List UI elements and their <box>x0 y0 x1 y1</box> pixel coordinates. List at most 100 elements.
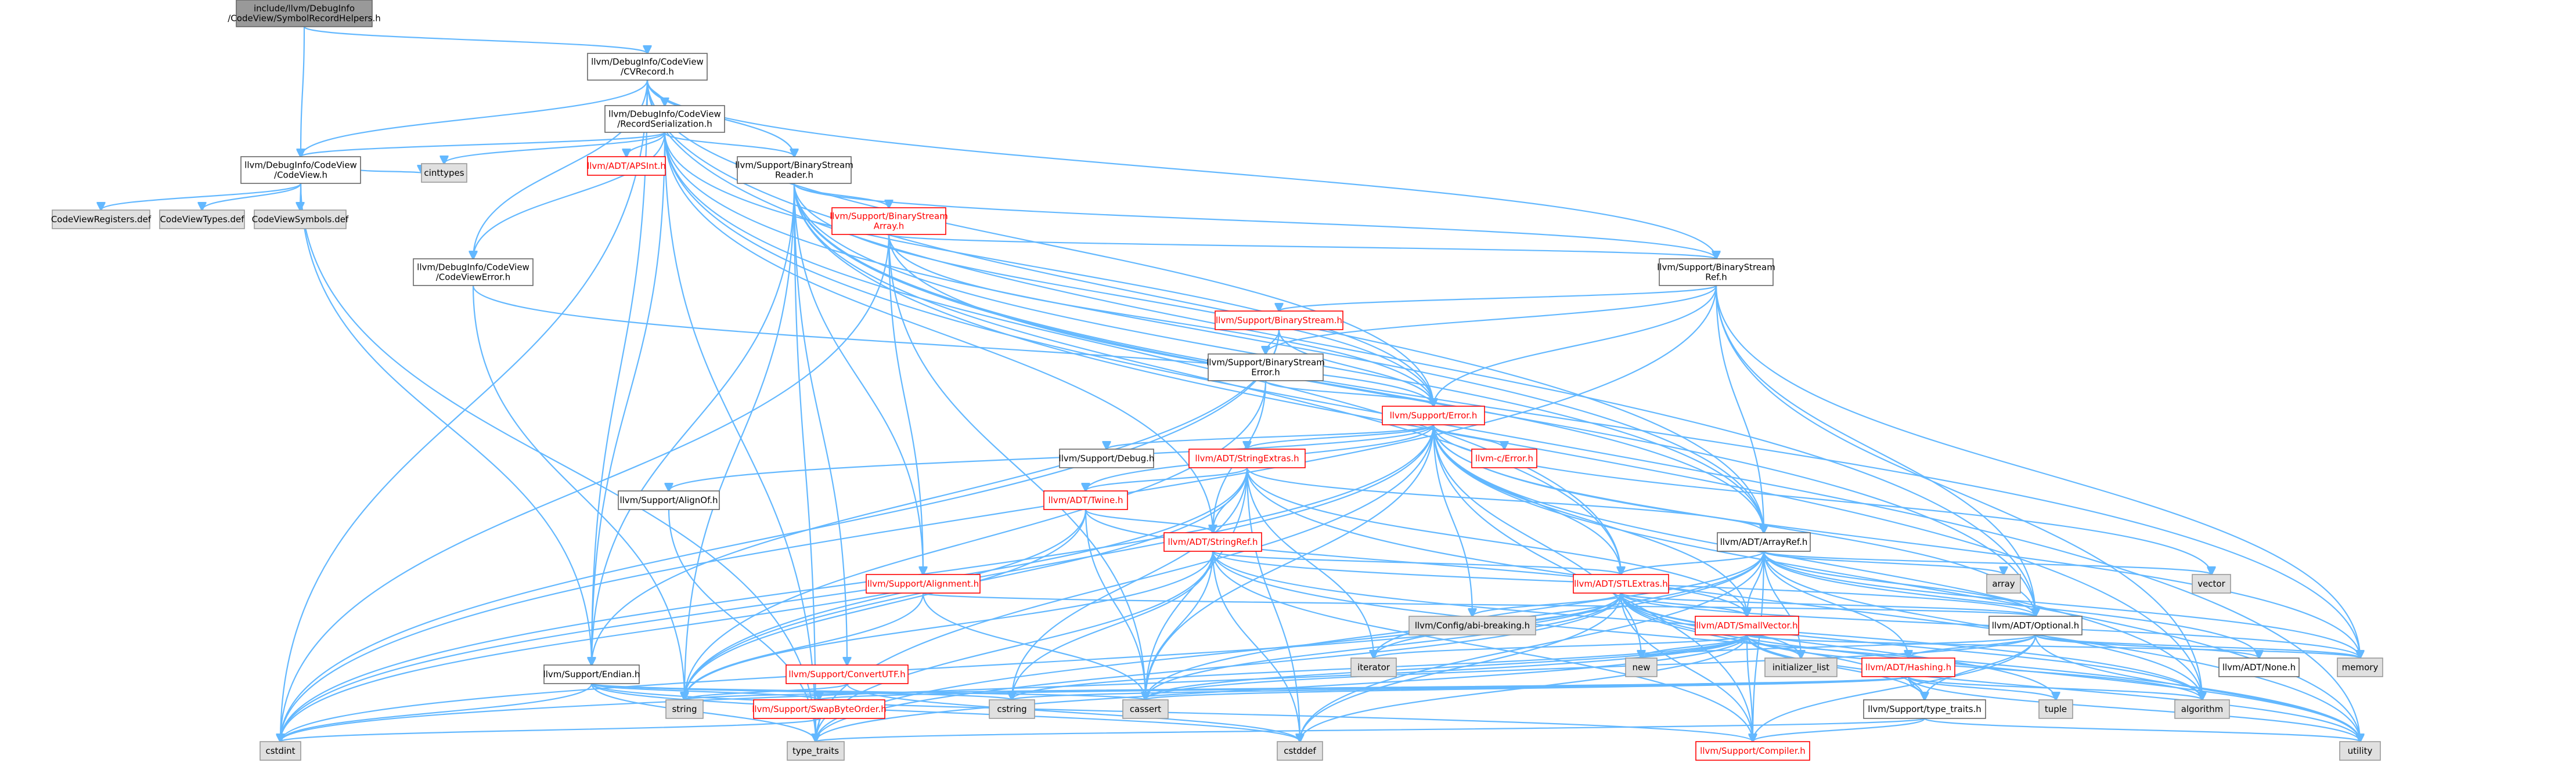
node-box <box>587 156 666 176</box>
graph-node-utility[interactable]: utility <box>2339 741 2381 761</box>
edge-stringref-to-string <box>684 551 1214 700</box>
graph-node-smallvec[interactable]: llvm/ADT/SmallVector.h <box>1695 616 1799 635</box>
node-box <box>254 209 347 229</box>
graph-node-cverror[interactable]: llvm/DebugInfo/CodeView/CodeViewError.h <box>413 258 534 286</box>
node-label: llvm/ADT/ArrayRef.h <box>1720 537 1808 547</box>
node-label: llvm/DebugInfo/CodeView <box>608 109 721 120</box>
graph-node-tuple[interactable]: tuple <box>2038 699 2073 719</box>
graph-node-new[interactable]: new <box>1625 657 1658 677</box>
graph-node-cvtypes[interactable]: CodeViewTypes.def <box>159 209 245 229</box>
edge-error-to-cerror <box>1432 424 1504 449</box>
graph-node-typetraits_llvm[interactable]: llvm/Support/type_traits.h <box>1863 699 1986 719</box>
edge-bsarray-to-arrayref <box>888 234 1764 533</box>
graph-node-cerror[interactable]: llvm-c/Error.h <box>1471 449 1537 468</box>
edge-stringref-to-compiler <box>1212 551 1753 742</box>
edge-bsarray-to-cstdint <box>280 234 890 742</box>
node-box <box>2192 574 2231 594</box>
node-label: llvm/Support/BinaryStream <box>735 160 853 171</box>
node-box <box>1861 657 1955 677</box>
graph-node-convutf[interactable]: llvm/Support/ConvertUTF.h <box>786 664 909 684</box>
graph-node-stlextras[interactable]: llvm/ADT/STLExtras.h <box>1573 574 1669 594</box>
edge-smallvec-to-memory <box>1746 634 2360 658</box>
graph-node-cassert[interactable]: cassert <box>1122 699 1169 719</box>
graph-node-alignment[interactable]: llvm/Support/Alignment.h <box>866 574 981 594</box>
graph-node-bstream[interactable]: llvm/Support/BinaryStream.h <box>1215 310 1343 330</box>
graph-node-twine[interactable]: llvm/ADT/Twine.h <box>1043 490 1128 510</box>
graph-node-cinttypes[interactable]: cinttypes <box>421 163 467 183</box>
graph-node-algorithm[interactable]: algorithm <box>2174 699 2230 719</box>
graph-node-error[interactable]: llvm/Support/Error.h <box>1382 406 1485 425</box>
graph-node-optional[interactable]: llvm/ADT/Optional.h <box>1988 616 2083 635</box>
edge-recordser-to-cinttypes <box>444 132 666 164</box>
node-box <box>737 156 852 184</box>
graph-node-codeview[interactable]: llvm/DebugInfo/CodeView/CodeView.h <box>240 156 361 184</box>
graph-node-debug[interactable]: llvm/Support/Debug.h <box>1059 449 1155 468</box>
graph-node-apsint[interactable]: llvm/ADT/APSInt.h <box>587 156 666 176</box>
node-box <box>1043 490 1128 510</box>
edge-codeview-to-cinttypes <box>359 170 421 173</box>
edge-optional-to-utility <box>2034 634 2360 742</box>
node-label: Reader.h <box>775 170 813 180</box>
graph-node-alignof[interactable]: llvm/Support/AlignOf.h <box>618 490 720 510</box>
node-box <box>1382 406 1485 425</box>
graph-node-cvregs[interactable]: CodeViewRegisters.def <box>51 209 152 229</box>
edge-stlextras-to-cstddef <box>1300 592 1622 742</box>
graph-node-string[interactable]: string <box>665 699 704 719</box>
edge-bsref-to-arrayref <box>1715 285 1764 533</box>
edge-arrayref-to-smallvec <box>1747 551 1765 616</box>
graph-node-vector[interactable]: vector <box>2192 574 2231 594</box>
graph-node-stringref[interactable]: llvm/ADT/StringRef.h <box>1163 532 1262 552</box>
edge-codeview-to-endian <box>300 183 592 665</box>
graph-node-swapbyte[interactable]: llvm/Support/SwapByteOrder.h <box>752 699 887 719</box>
node-box <box>1163 532 1262 552</box>
edge-arrayref-to-stlextras <box>1621 551 1765 574</box>
graph-node-type_traits[interactable]: type_traits <box>787 741 845 761</box>
graph-node-endian[interactable]: llvm/Support/Endian.h <box>543 664 640 684</box>
edge-smallvec-to-cassert <box>1145 634 1748 700</box>
edge-hashing-to-algorithm <box>1907 675 2202 700</box>
edge-cvrecord-to-endian <box>592 80 648 665</box>
edge-bsreader-to-memory <box>793 183 2360 658</box>
node-box <box>236 0 373 27</box>
graph-node-cvrecord[interactable]: llvm/DebugInfo/CodeView/CVRecord.h <box>587 53 708 81</box>
edge-arrayref-to-vector <box>1763 550 2211 574</box>
graph-node-root[interactable]: include/llvm/DebugInfo/CodeView/SymbolRe… <box>228 0 381 27</box>
node-box <box>1408 616 1536 635</box>
graph-node-strextras[interactable]: llvm/ADT/StringExtras.h <box>1188 449 1306 468</box>
edge-bsref-to-bserror <box>1266 285 1717 354</box>
node-box <box>753 699 885 719</box>
edge-stlextras-to-smallvec <box>1620 592 1747 616</box>
graph-node-iterator[interactable]: iterator <box>1350 657 1397 677</box>
node-label: vector <box>2197 579 2225 589</box>
graph-node-cvsyms[interactable]: CodeViewSymbols.def <box>252 209 349 229</box>
graph-node-cstdint[interactable]: cstdint <box>260 741 301 761</box>
graph-node-arrayref[interactable]: llvm/ADT/ArrayRef.h <box>1717 532 1811 552</box>
node-label: llvm/DebugInfo/CodeView <box>417 262 529 273</box>
graph-node-array[interactable]: array <box>1986 574 2021 594</box>
node-box <box>543 664 640 684</box>
graph-node-none[interactable]: llvm/ADT/None.h <box>2218 657 2300 677</box>
graph-node-cstddef[interactable]: cstddef <box>1277 741 1323 761</box>
graph-node-hashing[interactable]: llvm/ADT/Hashing.h <box>1861 657 1955 677</box>
node-label: llvm/Config/abi-breaking.h <box>1415 620 1530 631</box>
edge-endian-to-cstddef <box>590 683 1300 742</box>
node-label: llvm/ADT/APSInt.h <box>587 161 666 171</box>
edge-bsreader-to-endian <box>592 183 795 665</box>
graph-node-abibreak[interactable]: llvm/Config/abi-breaking.h <box>1408 616 1536 635</box>
graph-node-memory[interactable]: memory <box>2337 657 2383 677</box>
edge-hashing-to-string <box>684 675 1910 700</box>
edge-bsreader-to-string <box>684 183 795 700</box>
edge-error-to-memory <box>1432 424 2360 658</box>
graph-node-compiler[interactable]: llvm/Support/Compiler.h <box>1695 741 1810 761</box>
edge-stringref-to-stlextras <box>1212 550 1621 574</box>
graph-node-cstring[interactable]: cstring <box>989 699 1035 719</box>
graph-node-initlist[interactable]: initializer_list <box>1764 657 1838 677</box>
edge-error-to-cassert <box>1145 424 1435 700</box>
node-box <box>1215 310 1343 330</box>
graph-node-recordser[interactable]: llvm/DebugInfo/CodeView/RecordSerializat… <box>604 105 725 133</box>
